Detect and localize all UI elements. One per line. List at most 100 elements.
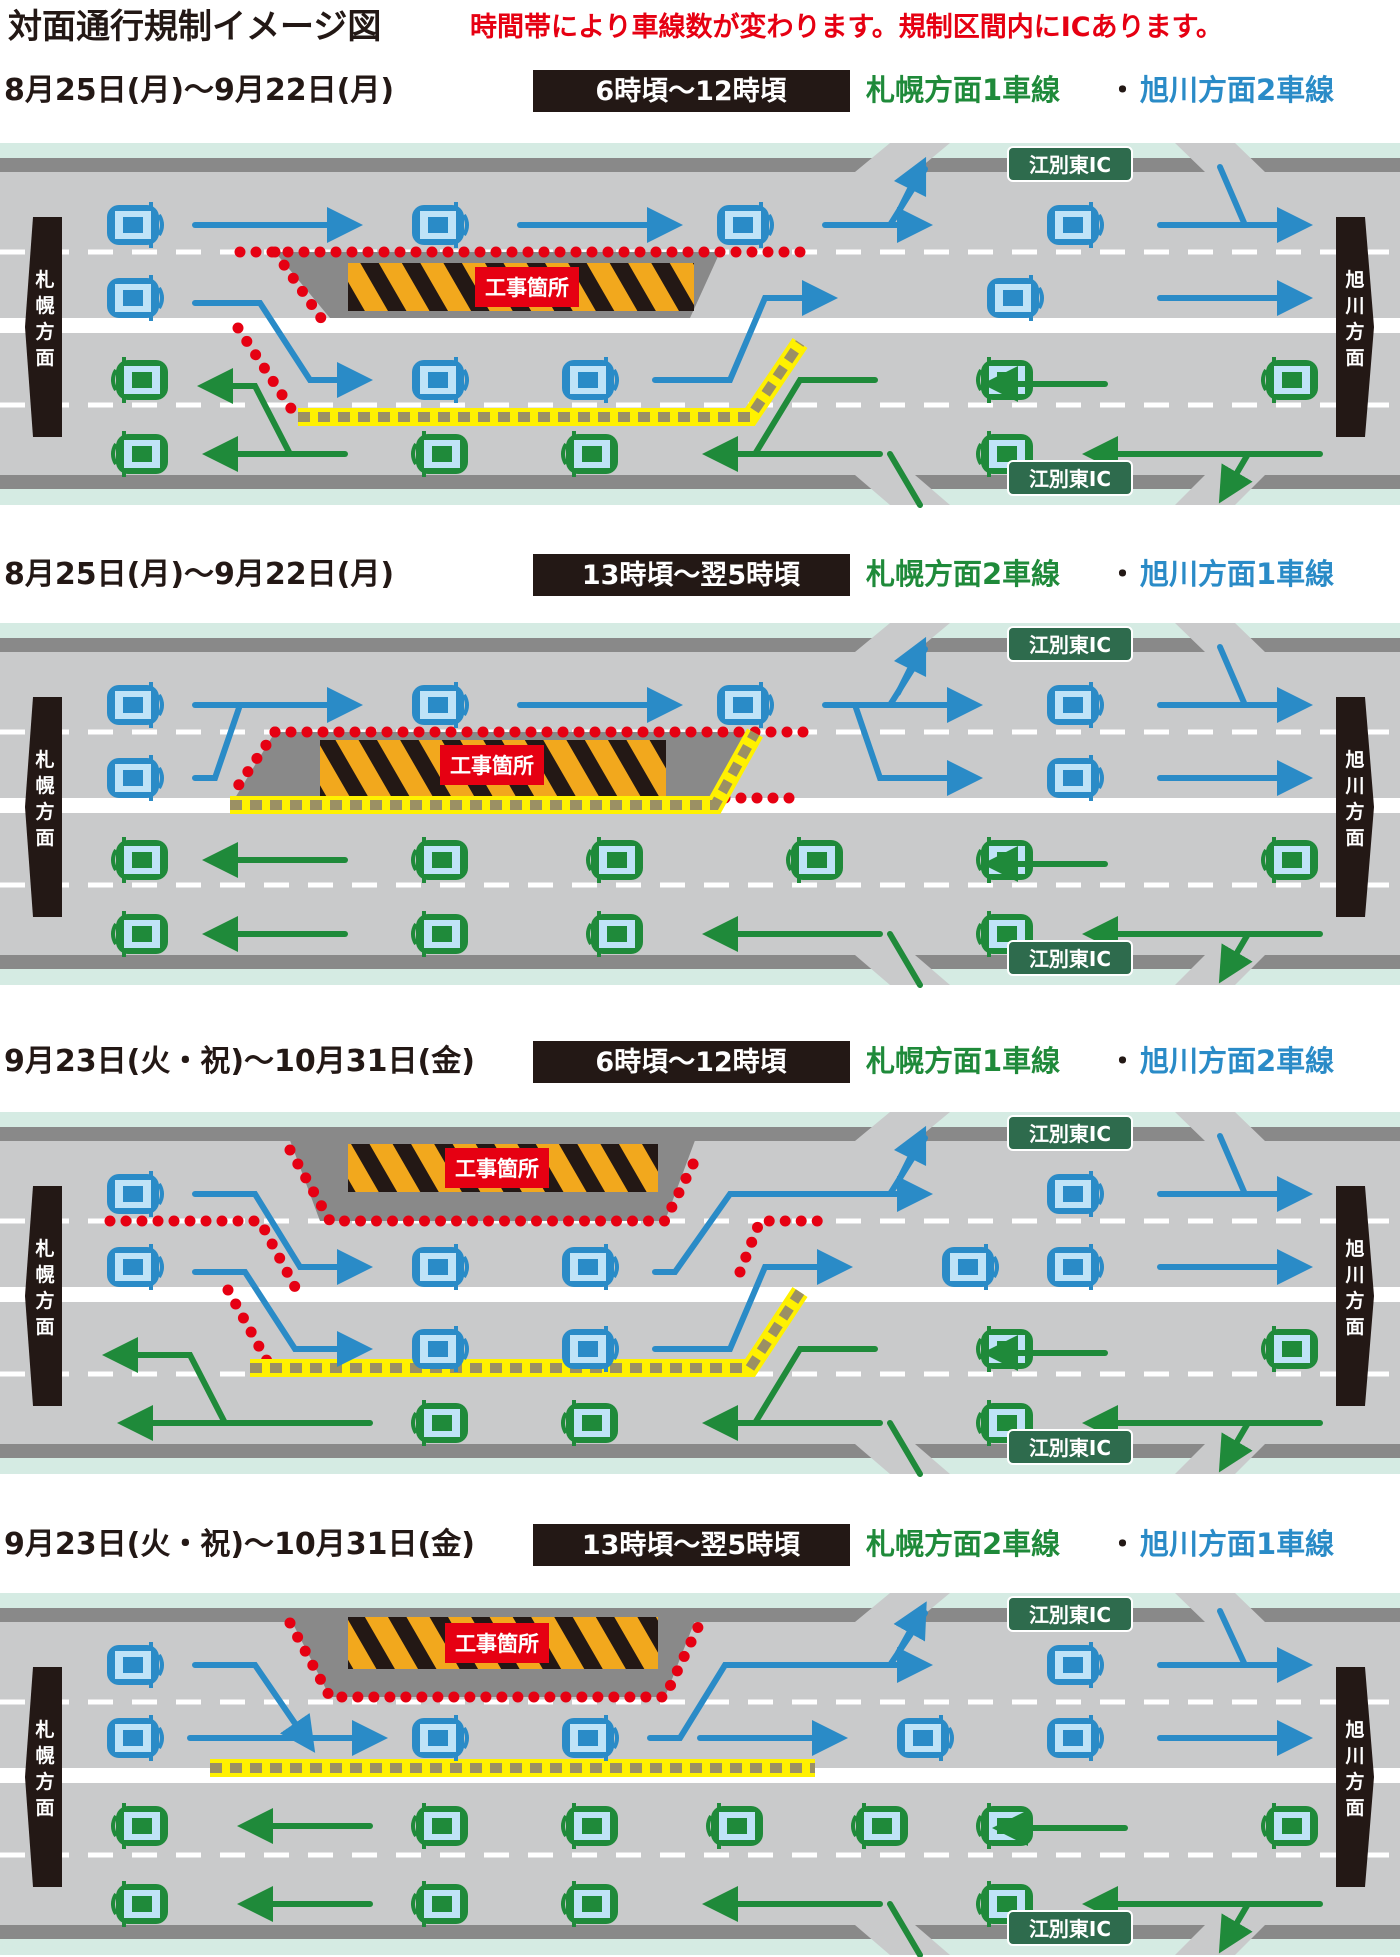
time-range: 13時頃～翌5時頃 <box>582 560 800 591</box>
sapporo-direction-sign: 札幌方面 <box>25 1667 62 1887</box>
asahikawa-lane-count: 旭川方面2車線 <box>1140 73 1334 107</box>
asahikawa-bound-car-icon <box>560 1242 619 1292</box>
ic-sign-top: 江別東IC <box>1007 146 1133 182</box>
sapporo-bound-car-icon <box>976 835 1035 885</box>
right-arrow-sign-icon <box>1336 697 1374 917</box>
time-range: 6時頃～12時頃 <box>595 1047 786 1078</box>
construction-label-box <box>445 1148 549 1188</box>
asahikawa-direction-label: 旭川方面 <box>1344 1238 1364 1338</box>
regulation-panel-3: 9月23日(火・祝)～10月31日(金)6時頃～12時頃札幌方面1車線・旭川方面… <box>0 1041 1400 1477</box>
sapporo-bound-car-icon <box>111 1879 170 1929</box>
ic-sign-bottom: 江別東IC <box>1007 460 1133 496</box>
asahikawa-direction-label: 旭川方面 <box>1344 269 1364 369</box>
time-range: 6時頃～12時頃 <box>595 76 786 107</box>
interchange-ramp <box>855 955 950 985</box>
sapporo-bound-car-icon <box>786 835 845 885</box>
asahikawa-direction-arrow-icon <box>893 156 927 216</box>
time-badge <box>533 1041 850 1083</box>
asahikawa-bound-car-icon <box>715 200 774 250</box>
asahikawa-direction-arrow-icon <box>192 1191 373 1285</box>
asahikawa-direction-sign: 旭川方面 <box>1336 217 1374 437</box>
asahikawa-bound-car-icon <box>105 200 164 250</box>
sapporo-bound-car-icon <box>111 1801 170 1851</box>
sapporo-lane-count: 札幌方面2車線 <box>866 1527 1060 1561</box>
lane-change-path <box>887 1901 923 1957</box>
asahikawa-bound-car-icon <box>105 753 164 803</box>
asahikawa-bound-car-icon <box>105 680 164 730</box>
date-range: 8月25日(月)～9月22日(月) <box>4 73 394 108</box>
sapporo-bound-car-icon <box>111 909 170 959</box>
sapporo-bound-car-icon <box>1261 1324 1320 1374</box>
sapporo-bound-car-icon <box>706 1801 765 1851</box>
date-range: 8月25日(月)～9月22日(月) <box>4 557 394 592</box>
construction-label: 工事箇所 <box>455 1632 539 1656</box>
asahikawa-bound-car-icon <box>715 680 774 730</box>
ic-name: 江別東IC <box>1029 467 1111 491</box>
sapporo-bound-car-icon <box>1261 355 1320 405</box>
ic-sign-top: 江別東IC <box>1007 1596 1133 1632</box>
lane-change-path <box>1217 1133 1248 1197</box>
asahikawa-direction-sign: 旭川方面 <box>1336 1667 1374 1887</box>
asahikawa-bound-car-icon <box>410 1324 469 1374</box>
asahikawa-bound-car-icon <box>560 1713 619 1763</box>
sapporo-direction-arrow-icon <box>1218 451 1253 504</box>
sapporo-bound-car-icon <box>976 1324 1035 1374</box>
panels-container: 8月25日(月)～9月22日(月)6時頃～12時頃札幌方面1車線・旭川方面2車線… <box>0 70 1400 1957</box>
left-arrow-sign-icon <box>25 697 62 917</box>
asahikawa-lane-count: 旭川方面2車線 <box>1140 1044 1334 1078</box>
sapporo-bound-car-icon <box>411 429 470 479</box>
ic-name: 江別東IC <box>1029 633 1111 657</box>
asahikawa-direction-sign: 旭川方面 <box>1336 697 1374 917</box>
regulation-cone-line <box>284 1617 706 1703</box>
sapporo-direction-sign: 札幌方面 <box>25 1186 62 1406</box>
ic-name: 江別東IC <box>1029 947 1111 971</box>
asahikawa-bound-car-icon <box>1045 1713 1104 1763</box>
asahikawa-bound-car-icon <box>1045 1169 1104 1219</box>
asahikawa-direction-arrow-icon <box>647 1647 933 1741</box>
sapporo-bound-car-icon <box>851 1801 910 1851</box>
asahikawa-direction-arrow-icon <box>652 280 838 383</box>
sapporo-bound-car-icon <box>411 909 470 959</box>
median-barrier-blocks <box>250 1289 805 1373</box>
sapporo-bound-car-icon <box>111 835 170 885</box>
asahikawa-direction-arrow-icon <box>192 300 373 398</box>
sapporo-bound-car-icon <box>111 429 170 479</box>
sapporo-bound-car-icon <box>561 429 620 479</box>
asahikawa-bound-car-icon <box>105 1242 164 1292</box>
asahikawa-bound-car-icon <box>1045 200 1104 250</box>
left-arrow-sign-icon <box>25 217 62 437</box>
lane-change-path <box>887 931 923 988</box>
sapporo-bound-car-icon <box>1261 835 1320 885</box>
regulation-panel-1: 8月25日(月)～9月22日(月)6時頃～12時頃札幌方面1車線・旭川方面2車線… <box>0 70 1400 508</box>
sapporo-bound-car-icon <box>976 355 1035 405</box>
asahikawa-bound-car-icon <box>105 1640 164 1690</box>
ic-name: 江別東IC <box>1029 1603 1111 1627</box>
asahikawa-direction-label: 旭川方面 <box>1344 749 1364 849</box>
sapporo-direction-label: 札幌方面 <box>34 1718 54 1819</box>
construction-label-box <box>440 745 544 785</box>
sapporo-bound-car-icon <box>111 355 170 405</box>
lane-change-path <box>192 702 243 781</box>
lane-change-path <box>1217 644 1248 708</box>
left-arrow-sign-icon <box>25 1667 62 1887</box>
asahikawa-bound-car-icon <box>985 273 1044 323</box>
asahikawa-bound-car-icon <box>560 355 619 405</box>
interchange-ramp <box>1175 143 1265 172</box>
asahikawa-bound-car-icon <box>1045 680 1104 730</box>
asahikawa-direction-sign: 旭川方面 <box>1336 1186 1374 1406</box>
sapporo-bound-car-icon <box>561 1801 620 1851</box>
asahikawa-direction-arrow-icon <box>893 1125 927 1185</box>
lane-separator: ・ <box>1108 557 1137 591</box>
ic-sign-bottom: 江別東IC <box>1007 1429 1133 1465</box>
lane-change-path <box>1217 1608 1248 1668</box>
construction-label-box <box>475 267 579 307</box>
lane-separator: ・ <box>1108 1044 1137 1078</box>
regulation-cone-line <box>222 1284 278 1376</box>
interchange-ramp <box>855 1925 950 1955</box>
regulation-cone-line <box>734 1215 826 1278</box>
asahikawa-bound-car-icon <box>1045 753 1104 803</box>
asahikawa-bound-car-icon <box>895 1713 954 1763</box>
sapporo-bound-car-icon <box>586 909 645 959</box>
